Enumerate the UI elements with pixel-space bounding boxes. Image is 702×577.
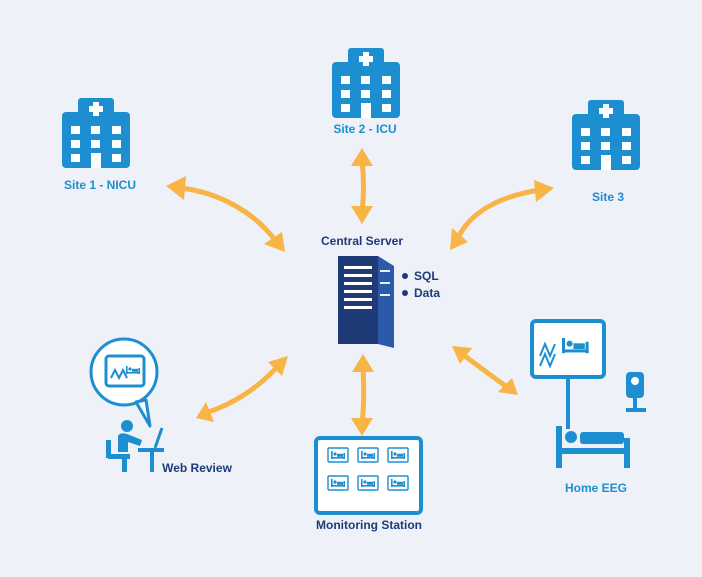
site1-label: Site 1 - NICU xyxy=(63,178,137,192)
site1-hospital-icon xyxy=(62,98,130,168)
arrow-site3 xyxy=(455,187,543,241)
arrow-home-eeg xyxy=(459,351,510,390)
arrow-web-review xyxy=(202,363,281,416)
monitoring-station-icon xyxy=(314,436,423,515)
home-eeg-label: Home EEG xyxy=(564,481,628,495)
home-eeg-icon xyxy=(530,319,646,468)
arrow-monitoring xyxy=(359,365,367,427)
site3-label: Site 3 xyxy=(591,190,625,204)
site3-hospital-icon xyxy=(572,100,640,170)
bullet-data: Data xyxy=(414,286,441,300)
monitoring-station-label: Monitoring Station xyxy=(316,518,422,532)
web-review-icon xyxy=(89,337,164,472)
site2-hospital-icon xyxy=(332,48,400,118)
arrow-site1 xyxy=(177,185,278,243)
bullet-dot-icon xyxy=(402,290,408,296)
arrow-heads xyxy=(166,148,554,436)
site2-label: Site 2 - ICU xyxy=(333,122,397,136)
arrow-site2 xyxy=(359,157,366,215)
server-icon xyxy=(338,256,394,348)
web-review-label: Web Review xyxy=(162,461,232,475)
central-server-title: Central Server xyxy=(320,234,404,248)
bullet-dot-icon xyxy=(402,273,408,279)
bullet-sql: SQL xyxy=(414,269,439,283)
